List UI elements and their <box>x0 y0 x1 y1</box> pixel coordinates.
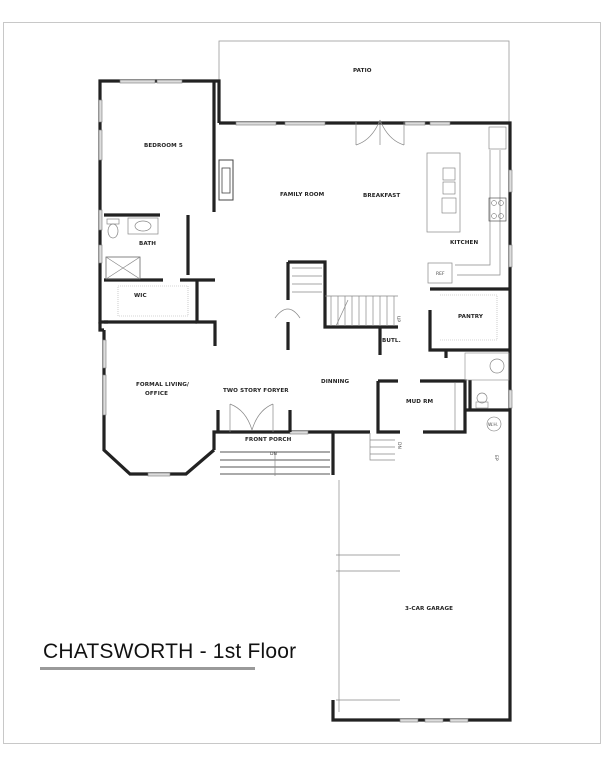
bath-fixtures <box>105 217 159 280</box>
exterior-walls <box>98 79 512 722</box>
room-label-formal-living: FORMAL LIVING/ <box>136 382 190 388</box>
garage-stairs <box>369 433 395 461</box>
patio-outline <box>218 40 510 123</box>
plan-title: CHATSWORTH - 1st Floor <box>43 640 297 663</box>
room-label-office: OFFICE <box>145 391 168 397</box>
garage-stairs-down-label: DN <box>396 442 402 449</box>
room-label-bedroom: BEDROOM 5 <box>144 143 183 149</box>
porch-steps-down-label: DN <box>270 451 277 457</box>
room-label-kitchen: KITCHEN <box>450 240 478 246</box>
drawing-frame <box>3 22 601 744</box>
laundry-fixtures <box>454 352 510 432</box>
room-label-foyer: TWO STORY FORYER <box>223 388 289 394</box>
kitchen-fixtures <box>426 126 507 284</box>
title-underline <box>40 667 255 670</box>
windows <box>98 79 513 723</box>
main-stairs <box>274 267 398 327</box>
room-label-bath: BATH <box>139 241 156 247</box>
room-label-mud-room: MUD RM <box>406 399 434 405</box>
room-label-pantry: PANTRY <box>458 314 484 320</box>
pantry-shelves <box>440 294 498 341</box>
room-label-garage: 3-CAR GARAGE <box>405 606 453 612</box>
refrigerator-label: REF <box>436 271 445 277</box>
stairs-up-label: UP <box>395 316 401 322</box>
room-label-patio: PATIO <box>353 68 372 74</box>
interior-walls <box>104 213 510 434</box>
water-heater-label: W.H. <box>488 422 498 428</box>
room-label-butler: BUTL. <box>382 338 401 344</box>
room-label-breakfast: BREAKFAST <box>363 193 400 199</box>
room-label-family-room: FAMILY ROOM <box>280 192 325 198</box>
fireplace <box>218 159 234 201</box>
electrical-panel-label: EP <box>493 455 499 461</box>
front-porch <box>220 403 330 476</box>
patio-door <box>355 119 405 146</box>
room-label-dining: DINNING <box>321 379 349 385</box>
wic-shelf <box>117 285 189 317</box>
room-label-front-porch: FRONT PORCH <box>245 437 292 443</box>
room-label-wic: WIC <box>134 293 147 299</box>
garage-interior <box>336 480 400 712</box>
